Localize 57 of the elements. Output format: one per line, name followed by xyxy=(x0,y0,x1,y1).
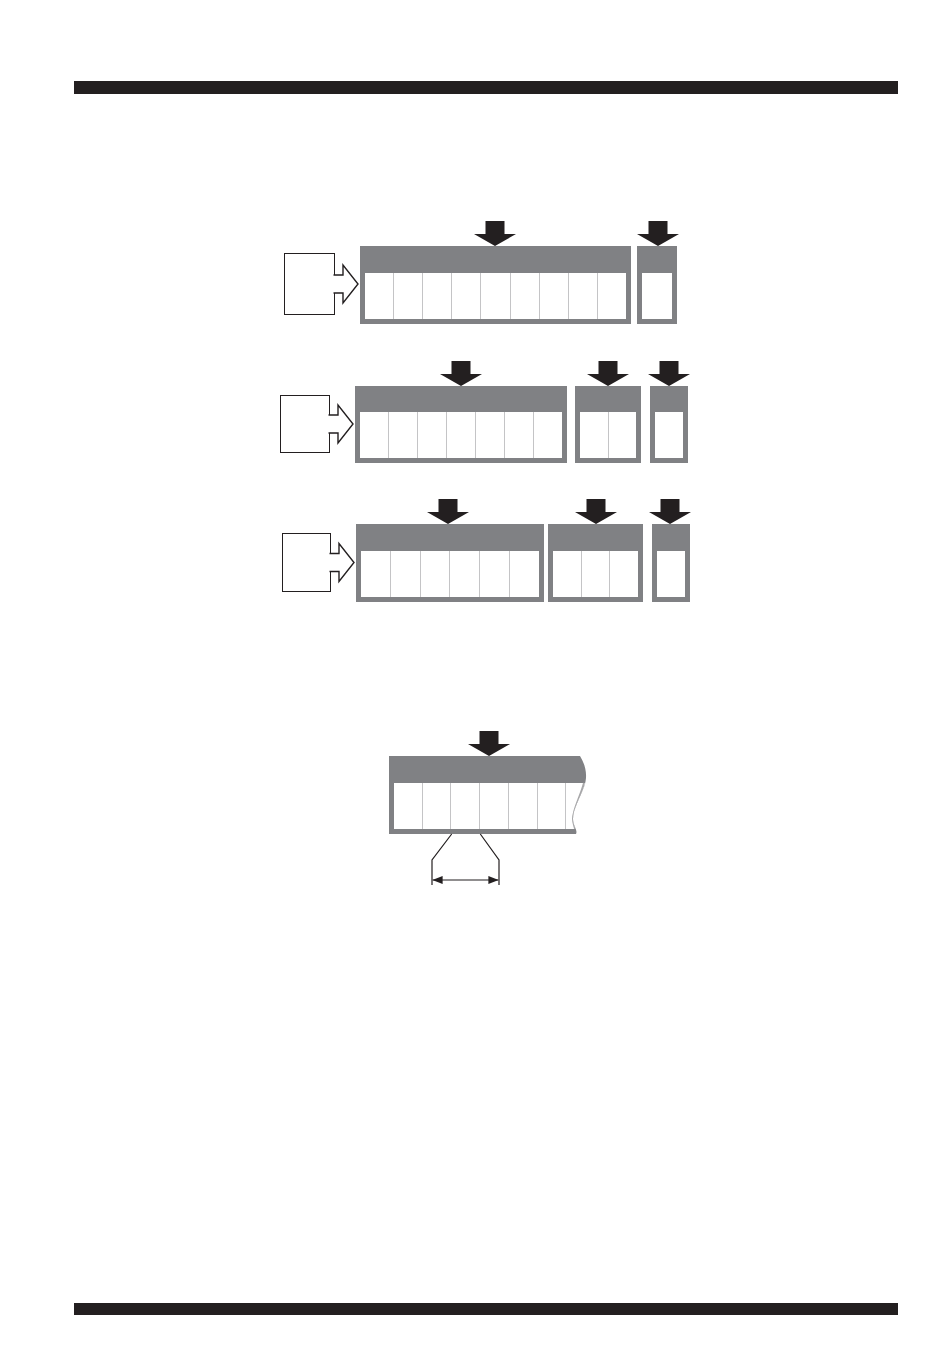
channel-cell xyxy=(480,273,510,319)
channel-cell xyxy=(655,412,683,458)
channel-strip xyxy=(356,524,544,602)
channel-cell xyxy=(389,551,420,597)
channel-cell xyxy=(538,273,568,319)
channel-strip xyxy=(360,246,631,324)
channel-cell xyxy=(657,551,685,597)
channel-cell xyxy=(419,551,450,597)
channel-cell xyxy=(504,412,533,458)
channel-cell xyxy=(422,273,452,319)
channel-cell xyxy=(446,412,475,458)
channel-cell xyxy=(596,273,626,319)
channel-strip xyxy=(548,524,643,602)
arrow xyxy=(648,361,690,386)
arrow xyxy=(468,731,510,756)
arrow xyxy=(474,221,516,246)
channel-cell xyxy=(394,783,422,829)
channel-cell xyxy=(388,412,417,458)
input-box xyxy=(284,253,335,315)
hollow-arrow xyxy=(328,541,355,584)
channel-strip xyxy=(575,386,641,463)
channel-cell xyxy=(361,551,390,597)
input-box xyxy=(282,533,331,592)
hollow-arrow xyxy=(332,263,359,305)
arrow xyxy=(649,499,691,524)
channel-cell xyxy=(607,412,636,458)
channel-cell xyxy=(507,783,537,829)
channel-cell xyxy=(580,551,610,597)
channel-cell xyxy=(580,412,608,458)
channel-cell xyxy=(451,273,481,319)
arrow xyxy=(637,221,679,246)
channel-cell xyxy=(450,783,480,829)
channel-cell xyxy=(509,273,539,319)
channel-cell xyxy=(360,412,388,458)
channel-cell xyxy=(642,273,672,319)
channel-cell xyxy=(365,273,394,319)
arrow xyxy=(575,499,617,524)
channel-strip xyxy=(355,386,567,463)
arrow xyxy=(427,499,469,524)
arrow xyxy=(587,361,629,386)
channel-cell xyxy=(417,412,446,458)
channel-cell xyxy=(479,783,508,829)
channel-cell xyxy=(479,551,510,597)
channel-cell xyxy=(475,412,504,458)
channel-strip xyxy=(652,524,690,602)
channel-cell xyxy=(509,551,539,597)
channel-cell xyxy=(533,412,562,458)
channel-cell xyxy=(449,551,480,597)
channel-cell xyxy=(553,551,581,597)
channel-cell xyxy=(609,551,638,597)
arrow xyxy=(440,361,482,386)
channel-cell xyxy=(536,783,566,829)
input-box xyxy=(280,395,330,453)
channel-cell xyxy=(421,783,451,829)
hollow-arrow xyxy=(327,403,354,445)
channel-cell xyxy=(393,273,423,319)
channel-cell xyxy=(567,273,597,319)
